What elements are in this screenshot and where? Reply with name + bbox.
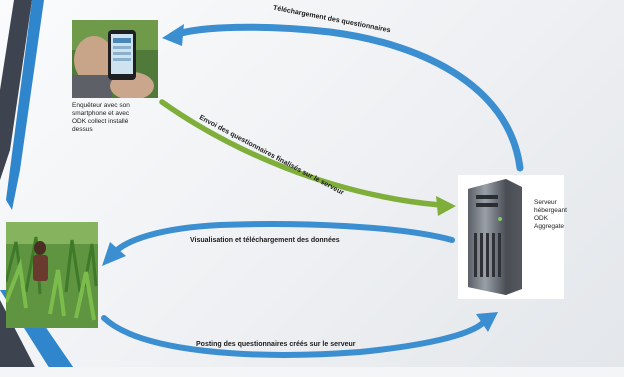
server-caption: Serveur hébergeant ODK Aggregate (534, 199, 567, 231)
frame-dark-stripe-top (0, 0, 32, 180)
server-card: Serveur hébergeant ODK Aggregate (458, 175, 567, 299)
arrow-send-completed-forms (159, 99, 456, 216)
interviewer-caption-line: Enquêteur avec son (72, 102, 130, 109)
person-holding-smartphone-photo (72, 20, 158, 98)
interviewer-caption-line: ODK collect installé (72, 118, 129, 125)
interviewer-photo (72, 20, 158, 98)
field-photo (6, 222, 98, 328)
arrow-download-forms (162, 23, 524, 172)
frame-blue-stripe-top (6, 0, 44, 210)
interviewer-caption-line: dessus (72, 126, 93, 133)
server-caption-line: Serveur (534, 199, 557, 206)
bottom-strip (0, 367, 624, 377)
server-caption-line: hébergeant ODK (534, 207, 567, 222)
server-caption-line: Aggregate (534, 223, 564, 230)
person-in-crop-field-photo (6, 222, 98, 328)
server-tower-icon (468, 179, 522, 295)
interviewer-caption-line: smartphone et avec (72, 110, 130, 117)
label-post-forms: Posting des questionnaires créés sur le … (196, 341, 356, 348)
interviewer-caption: Enquêteur avec son smartphone et avec OD… (72, 102, 162, 134)
label-view-download-data: Visualisation et téléchargement des donn… (190, 237, 340, 244)
arrow-view-download-data (102, 221, 455, 266)
arrow-post-forms (101, 312, 498, 358)
